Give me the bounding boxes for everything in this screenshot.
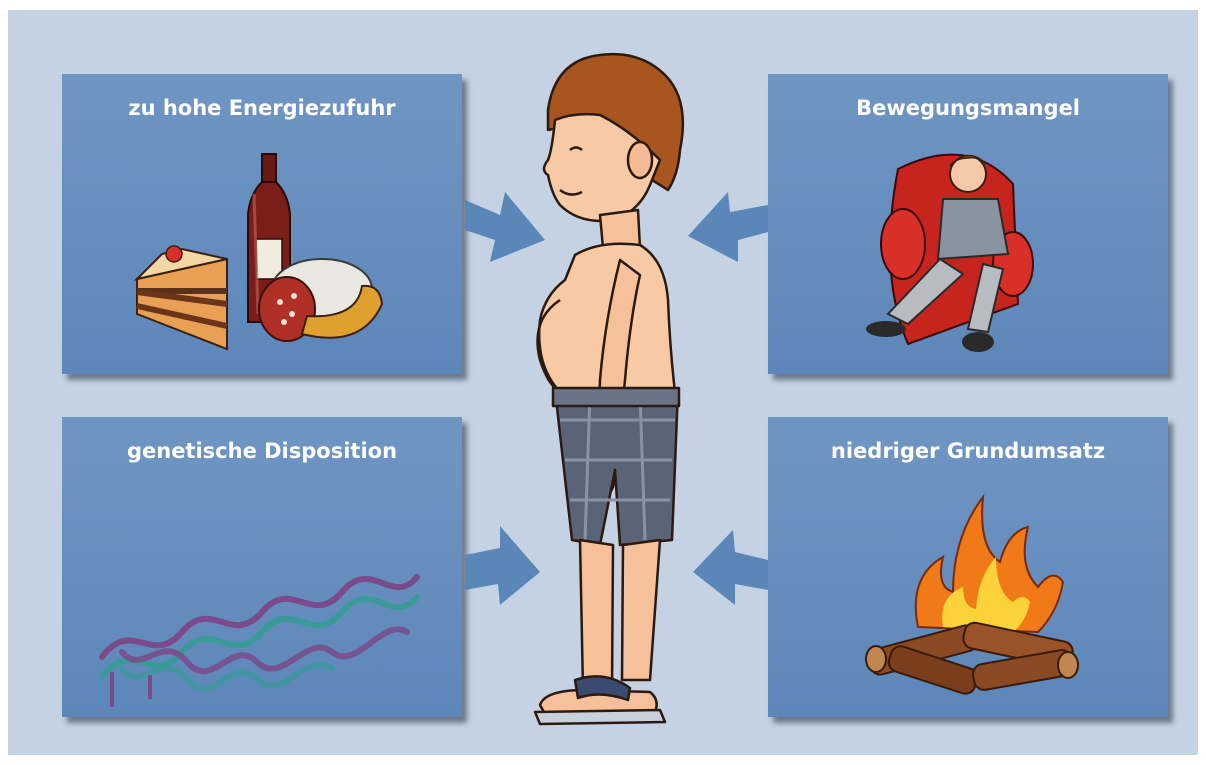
overweight-man-figure (0, 0, 1206, 765)
